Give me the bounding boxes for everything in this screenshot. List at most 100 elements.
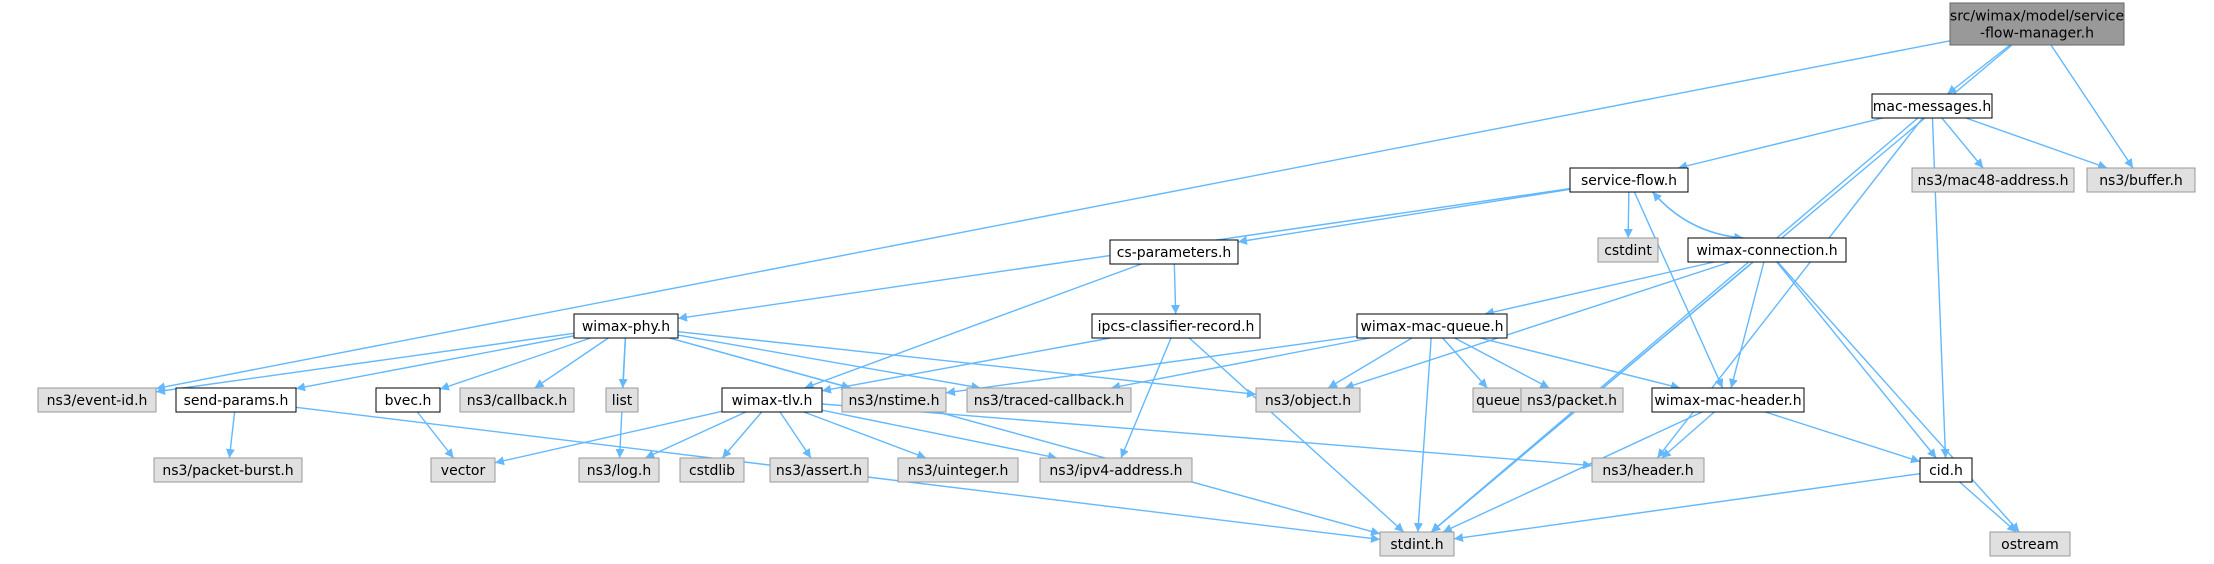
edge-wimax-connection-to-service-flow bbox=[1652, 191, 1744, 239]
node-label-ns3-mac48: ns3/mac48-address.h bbox=[1918, 173, 2069, 189]
edge-send-params-to-ns3-packet-burst bbox=[225, 411, 236, 459]
node-box-ns3-packet-burst bbox=[153, 457, 303, 483]
edge-wimax-tlv-to-cstdlib bbox=[721, 411, 763, 459]
node-box-wimax-mac-queue bbox=[1356, 313, 1508, 339]
node-box-ns3-callback bbox=[459, 387, 575, 413]
edge-wimax-mac-queue-to-ns3-nstime bbox=[945, 335, 1358, 397]
node-wimax-phy[interactable]: wimax-phy.h bbox=[573, 313, 679, 339]
node-label-wimax-connection: wimax-connection.h bbox=[1696, 243, 1837, 259]
node-box-ns3-object bbox=[1255, 387, 1361, 413]
edge-mac-messages-to-service-flow bbox=[1677, 117, 1884, 171]
node-label-wimax-mac-queue: wimax-mac-queue.h bbox=[1360, 319, 1503, 335]
node-ipcs-classifier[interactable]: ipcs-classifier-record.h bbox=[1091, 313, 1261, 339]
node-ns3-callback: ns3/callback.h bbox=[459, 387, 575, 413]
node-box-cs-parameters bbox=[1109, 239, 1239, 265]
node-label-ns3-buffer: ns3/buffer.h bbox=[2099, 173, 2183, 189]
node-ns3-object: ns3/object.h bbox=[1255, 387, 1361, 413]
edge-wimax-connection-to-cid bbox=[1776, 261, 1937, 459]
edge-cs-parameters-to-wimax-tlv bbox=[804, 263, 1142, 390]
edge-cid-to-ostream bbox=[1959, 481, 2017, 533]
node-box-wimax-connection bbox=[1687, 237, 1847, 263]
node-box-cstdint bbox=[1597, 237, 1659, 263]
edge-wimax-mac-queue-to-ns3-packet bbox=[1454, 337, 1550, 389]
edge-wimax-phy-to-ns3-traced-callback bbox=[677, 334, 981, 391]
node-label-cstdlib: cstdlib bbox=[689, 463, 735, 479]
node-label-ns3-traced-callback: ns3/traced-callback.h bbox=[974, 393, 1125, 409]
node-box-ns3-header bbox=[1591, 457, 1705, 483]
node-label-ns3-ipv4-address: ns3/ipv4-address.h bbox=[1049, 463, 1182, 479]
node-service-flow[interactable]: service-flow.h bbox=[1569, 167, 1689, 193]
edge-wimax-mac-queue-to-ns3-object bbox=[1327, 337, 1413, 389]
edge-wimax-mac-queue-to-stdint bbox=[1413, 337, 1432, 533]
node-label-ns3-callback: ns3/callback.h bbox=[467, 393, 567, 409]
node-ns3-packet: ns3/packet.h bbox=[1520, 387, 1624, 413]
node-wimax-tlv[interactable]: wimax-tlv.h bbox=[721, 387, 823, 413]
node-label-stdint: stdint.h bbox=[1390, 537, 1443, 553]
node-wimax-mac-queue[interactable]: wimax-mac-queue.h bbox=[1356, 313, 1508, 339]
node-label-ns3-header: ns3/header.h bbox=[1602, 463, 1693, 479]
node-box-ns3-nstime bbox=[841, 387, 947, 413]
node-send-params[interactable]: send-params.h bbox=[175, 387, 297, 413]
edge-wimax-phy-to-bvec bbox=[439, 337, 591, 391]
node-label-bvec: bvec.h bbox=[385, 393, 432, 409]
edge-wimax-phy-to-send-params bbox=[295, 335, 575, 392]
node-box-service-flow bbox=[1569, 167, 1689, 193]
node-ns3-ipv4-address: ns3/ipv4-address.h bbox=[1039, 457, 1193, 483]
edge-wimax-mac-header-to-stdint bbox=[1442, 411, 1703, 533]
node-list: list bbox=[605, 387, 639, 413]
edge-wimax-mac-queue-to-wimax-mac-header bbox=[1479, 337, 1681, 391]
edge-wimax-phy-to-ns3-callback bbox=[534, 337, 609, 389]
node-box-ns3-traced-callback bbox=[966, 387, 1132, 413]
edge-service-flow-to-wimax-connection bbox=[1652, 191, 1744, 242]
node-label-root: -flow-manager.h bbox=[1980, 26, 2094, 42]
node-ns3-uinteger: ns3/uinteger.h bbox=[897, 457, 1019, 483]
node-label-ns3-event-id: ns3/event-id.h bbox=[47, 393, 148, 409]
node-label-ipcs-classifier: ipcs-classifier-record.h bbox=[1098, 319, 1255, 335]
edge-mac-messages-to-ns3-buffer bbox=[1965, 117, 2108, 170]
node-ostream: ostream bbox=[1989, 531, 2071, 557]
node-box-bvec bbox=[375, 387, 441, 413]
node-label-service-flow: service-flow.h bbox=[1581, 173, 1677, 189]
node-ns3-buffer: ns3/buffer.h bbox=[2086, 167, 2196, 193]
node-cid[interactable]: cid.h bbox=[1919, 457, 1973, 483]
node-cs-parameters[interactable]: cs-parameters.h bbox=[1109, 239, 1239, 265]
node-ns3-mac48: ns3/mac48-address.h bbox=[1911, 167, 2075, 193]
edge-wimax-mac-queue-to-ns3-traced-callback bbox=[1110, 337, 1371, 391]
node-wimax-mac-header[interactable]: wimax-mac-header.h bbox=[1651, 387, 1805, 413]
node-wimax-connection[interactable]: wimax-connection.h bbox=[1687, 237, 1847, 263]
edge-service-flow-to-cstdint bbox=[1623, 191, 1633, 239]
node-root: src/wimax/model/service-flow-manager.h bbox=[1949, 2, 2125, 46]
edge-wimax-tlv-to-ns3-assert bbox=[779, 411, 812, 459]
node-box-list bbox=[605, 387, 639, 413]
node-label-root: src/wimax/model/service bbox=[1950, 9, 2124, 25]
node-label-ns3-object: ns3/object.h bbox=[1265, 393, 1351, 409]
node-label-ns3-uinteger: ns3/uinteger.h bbox=[908, 463, 1009, 479]
edge-bvec-to-vector bbox=[416, 411, 455, 459]
node-box-ns3-event-id bbox=[37, 387, 157, 413]
node-label-ns3-assert: ns3/assert.h bbox=[776, 463, 862, 479]
edge-wimax-connection-to-wimax-mac-header bbox=[1729, 261, 1765, 389]
edge-wimax-mac-header-to-cid bbox=[1765, 411, 1921, 464]
node-box-vector bbox=[430, 457, 496, 483]
edge-cid-to-stdint bbox=[1453, 472, 1921, 543]
node-label-wimax-mac-header: wimax-mac-header.h bbox=[1654, 393, 1801, 409]
node-vector: vector bbox=[430, 457, 496, 483]
node-box-ostream bbox=[1989, 531, 2071, 557]
node-queue: queue bbox=[1472, 387, 1524, 413]
node-box-ns3-buffer bbox=[2086, 167, 2196, 193]
edge-wimax-phy-to-ns3-event-id bbox=[155, 332, 575, 395]
edge-wimax-mac-header-to-ns3-header bbox=[1661, 411, 1715, 459]
node-label-ostream: ostream bbox=[2001, 537, 2059, 553]
edge-wimax-tlv-to-ns3-header bbox=[821, 403, 1593, 470]
edge-ipcs-classifier-to-ns3-ipv4-address bbox=[1120, 337, 1172, 459]
node-label-cstdint: cstdint bbox=[1604, 243, 1652, 259]
node-mac-messages[interactable]: mac-messages.h bbox=[1871, 93, 1993, 119]
node-bvec[interactable]: bvec.h bbox=[375, 387, 441, 413]
node-box-root bbox=[1949, 2, 2125, 46]
node-label-cs-parameters: cs-parameters.h bbox=[1117, 245, 1232, 261]
node-box-send-params bbox=[175, 387, 297, 413]
node-box-mac-messages bbox=[1871, 93, 1993, 119]
edge-wimax-tlv-to-vector bbox=[494, 410, 723, 466]
edge-mac-messages-to-cid bbox=[1931, 117, 1950, 459]
